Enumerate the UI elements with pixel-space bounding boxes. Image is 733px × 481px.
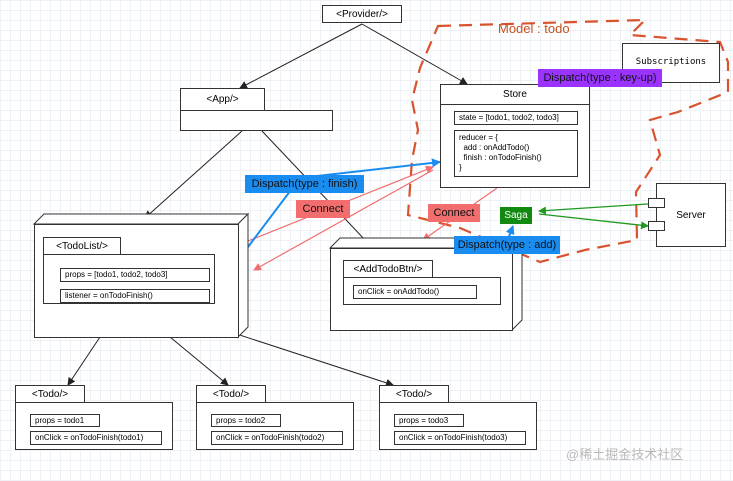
dispatch-keyup-tag: Dispatch(type : key-up) <box>538 69 662 87</box>
store-title: Store <box>503 89 527 100</box>
server-port-bottom[interactable] <box>648 221 665 231</box>
store-state: state = [todo1, todo2, todo3] <box>454 111 578 125</box>
store-reducer: reducer = { add : onAddTodo() finish : o… <box>454 130 578 177</box>
todo-1-onclick: onClick = onTodoFinish(todo1) <box>30 431 162 445</box>
store-box[interactable]: Store state = [todo1, todo2, todo3] redu… <box>440 84 590 188</box>
todo-1-title: <Todo/> <box>31 389 69 400</box>
store-title-divider <box>441 104 589 105</box>
connect-right-tag: Connect <box>428 204 480 222</box>
todo-3-onclick: onClick = onTodoFinish(todo3) <box>394 431 526 445</box>
arrow-provider-store <box>361 23 468 85</box>
todo-2-title: <Todo/> <box>212 389 250 400</box>
todo-2-onclick: onClick = onTodoFinish(todo2) <box>211 431 343 445</box>
arrow-todolist-todo1 <box>67 336 101 386</box>
dispatch-finish-tag: Dispatch(type : finish) <box>245 175 364 193</box>
todo-1-props: props = todo1 <box>30 414 100 427</box>
provider-box[interactable]: <Provider/> <box>322 5 402 23</box>
arrow-provider-app <box>239 23 363 89</box>
arrow-server-saga <box>538 203 649 215</box>
todo-2-props: props = todo2 <box>211 414 281 427</box>
todo-3-title: <Todo/> <box>395 389 433 400</box>
provider-title: <Provider/> <box>336 9 388 20</box>
watermark: @稀土掘金技术社区 <box>566 447 684 462</box>
arrow-app-todolist <box>144 130 243 219</box>
arrow-saga-server <box>538 213 649 230</box>
server-box[interactable]: Server <box>656 183 726 247</box>
todo-1-title-tab: <Todo/> <box>15 385 85 403</box>
connect-left-tag: Connect <box>296 200 350 218</box>
app-title: <App/> <box>206 94 239 105</box>
todolist-props: props = [todo1, todo2, todo3] <box>60 268 210 282</box>
addtodobtn-title-tab: <AddTodoBtn/> <box>343 260 433 278</box>
server-title: Server <box>676 210 706 221</box>
todo-3-title-tab: <Todo/> <box>379 385 449 403</box>
todolist-title: <TodoList/> <box>56 241 108 252</box>
arrow-connect-store-todolist <box>253 169 434 271</box>
arrow-todolist-todo2 <box>169 336 229 386</box>
app-title-tab: <App/> <box>180 88 265 111</box>
model-boundary <box>406 18 730 264</box>
addtodobtn-onclick: onClick = onAddTodo() <box>353 285 477 299</box>
server-port-top[interactable] <box>648 198 665 208</box>
dispatch-add-tag: Dispatch(type : add) <box>454 236 560 254</box>
model-label: Model : todo <box>498 21 570 36</box>
todolist-listener: listener = onTodoFinish() <box>60 289 210 303</box>
todo-3-props: props = todo3 <box>394 414 464 427</box>
addtodobtn-node[interactable]: <AddTodoBtn/> onClick = onAddTodo() <box>330 248 513 331</box>
addtodobtn-title: <AddTodoBtn/> <box>353 264 423 275</box>
arrow-todolist-todo3 <box>214 326 394 387</box>
todo-2-title-tab: <Todo/> <box>196 385 266 403</box>
subscriptions-title: Subscriptions <box>635 57 707 67</box>
saga-tag: Saga <box>500 207 532 224</box>
todolist-node[interactable]: <TodoList/> props = [todo1, todo2, todo3… <box>34 224 239 338</box>
